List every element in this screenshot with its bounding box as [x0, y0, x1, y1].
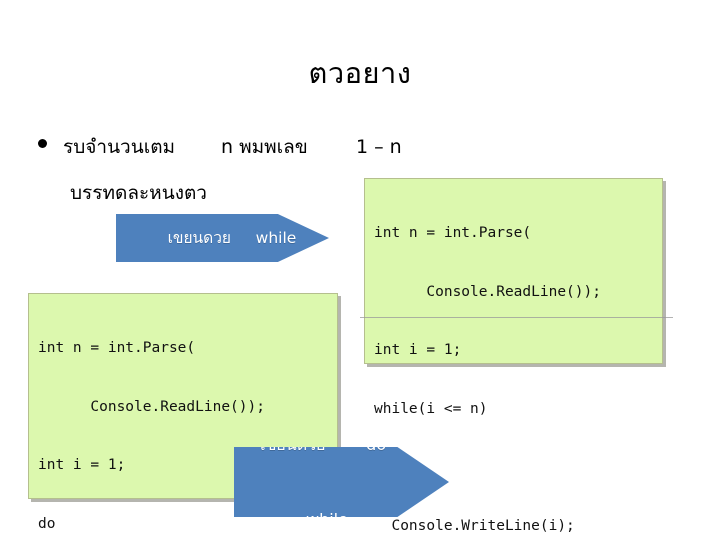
- callout-arrow-while: เขยนดวย while: [116, 214, 329, 262]
- bullet-text-segment-2: n พมพเลข: [221, 136, 308, 158]
- callout-arrow-while-text: เขยนดวย while: [116, 214, 297, 262]
- callout-while-keyword-label: while: [255, 228, 297, 247]
- horizontal-rule-artifact: [360, 317, 673, 318]
- code-line: int n = int.Parse(: [374, 225, 532, 241]
- code-line: int i = 1;: [374, 342, 462, 358]
- callout-do-while-line-2: while: [306, 510, 348, 529]
- code-block-while: int n = int.Parse( Console.ReadLine()); …: [364, 178, 663, 534]
- code-line: Console.ReadLine());: [374, 283, 601, 300]
- code-line: Console.WriteLine(i);: [374, 517, 575, 534]
- callout-arrow-do-while-text: เขยนดวย do- while: [234, 435, 393, 529]
- bullet-text-segment-3: 1 – n: [356, 136, 402, 158]
- code-line: Console.ReadLine());: [38, 398, 265, 415]
- callout-arrow-do-while: เขยนดวย do- while: [234, 447, 449, 517]
- callout-while-thai-label: เขยนดวย: [167, 228, 231, 247]
- code-line: while(i <= n): [374, 400, 488, 417]
- bullet-line: รบจำนวนเตม n พมพเลข 1 – n: [38, 132, 558, 162]
- bullet-dot-icon: [38, 139, 47, 148]
- bullet-text-segment-1: รบจำนวนเตม: [63, 136, 176, 158]
- code-line: do: [38, 515, 56, 532]
- bullet-sub-line: บรรทดละหนงตว: [70, 182, 207, 204]
- code-line: int i = 1;: [38, 457, 126, 473]
- code-line: int n = int.Parse(: [38, 340, 196, 356]
- callout-do-while-line-1: เขยนดวย do-: [260, 435, 393, 454]
- page-title: ตวอยาง: [308, 56, 412, 90]
